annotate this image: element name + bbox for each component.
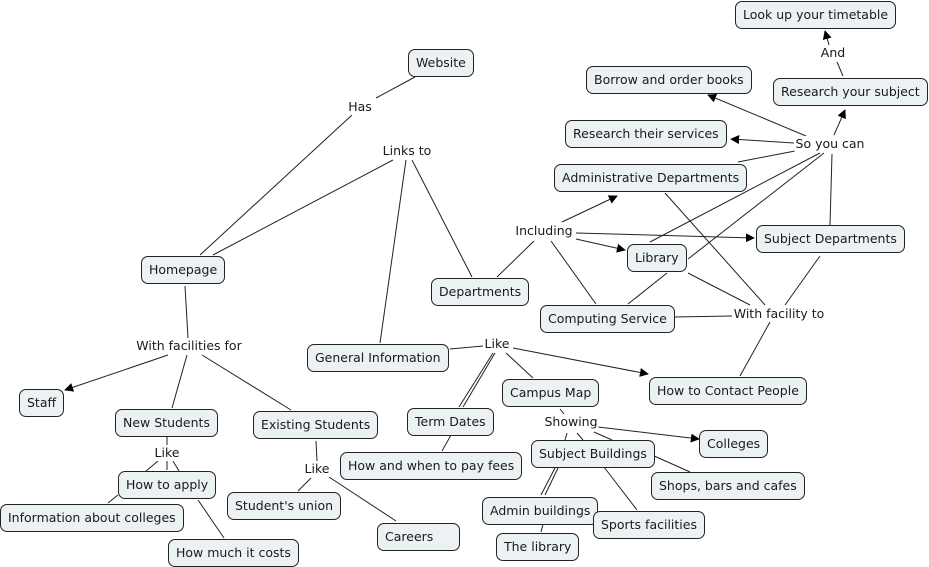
concept-careers[interactable]: Careers (377, 523, 460, 551)
link-line (172, 460, 180, 472)
link-line (564, 432, 568, 441)
link-line (822, 30, 832, 46)
link-line (297, 477, 312, 492)
concept-existing-students[interactable]: Existing Students (253, 411, 379, 439)
link-line (784, 255, 821, 306)
concept-how-to-apply[interactable]: How to apply (118, 471, 217, 499)
link-line (411, 159, 473, 278)
link-line (171, 354, 188, 409)
concept-admin-buildings[interactable]: Admin buildings (482, 497, 599, 525)
concept-colleges[interactable]: Colleges (699, 430, 769, 458)
link-line (540, 467, 556, 496)
link-line (603, 466, 638, 511)
link-line (107, 494, 119, 504)
phrase-like-existing-students: Like (303, 461, 331, 477)
concept-information-about-colleges[interactable]: Information about colleges (0, 504, 184, 532)
link-line (512, 347, 649, 377)
link-line (197, 499, 225, 539)
link-line (651, 454, 691, 473)
link-line (627, 272, 668, 305)
link-line (212, 159, 394, 256)
link-line (201, 354, 292, 411)
link-line (458, 352, 494, 408)
concept-website[interactable]: Website (408, 49, 474, 77)
concept-general-information[interactable]: General Information (307, 344, 449, 372)
concept-research-your-subject[interactable]: Research your subject (773, 78, 928, 106)
concept-subject-departments[interactable]: Subject Departments (756, 225, 905, 253)
link-line (559, 408, 565, 415)
concept-library[interactable]: Library (627, 244, 687, 272)
link-line (649, 152, 821, 243)
link-line (687, 152, 825, 260)
link-line (441, 434, 452, 452)
concept-how-to-contact-people[interactable]: How to Contact People (649, 377, 807, 405)
phrase-like-general-information: Like (483, 336, 511, 352)
concept-how-and-when-to-pay-fees[interactable]: How and when to pay fees (340, 452, 523, 480)
link-line (561, 195, 618, 223)
phrase-with-facility-to: With facility to (732, 306, 826, 322)
link-line (687, 272, 751, 306)
concept-computing-service[interactable]: Computing Service (540, 305, 675, 333)
concept-sports-facilities[interactable]: Sports facilities (593, 511, 705, 539)
phrase-with-facilities-for: With facilities for (135, 338, 243, 354)
phrase-including: Including (514, 223, 574, 239)
link-line (449, 345, 484, 350)
concept-how-much-it-costs[interactable]: How much it costs (168, 539, 299, 567)
concept-term-dates[interactable]: Term Dates (407, 408, 494, 436)
concept-subject-buildings[interactable]: Subject Buildings (531, 440, 655, 468)
concept-administrative-departments[interactable]: Administrative Departments (554, 164, 748, 192)
phrase-links-to: Links to (381, 143, 433, 159)
link-line (64, 354, 169, 392)
link-line (315, 440, 318, 462)
phrase-like-new-students: Like (153, 445, 181, 461)
concept-departments[interactable]: Departments (431, 278, 530, 306)
link-line (833, 109, 846, 136)
concept-look-up-your-timetable[interactable]: Look up your timetable (735, 1, 897, 29)
link-line (597, 426, 700, 443)
link-line (673, 315, 733, 318)
link-line (550, 240, 597, 305)
link-line (575, 238, 626, 253)
link-line (375, 76, 416, 99)
concept-the-library[interactable]: The library (496, 533, 580, 561)
link-line (379, 159, 407, 344)
concept-research-their-services[interactable]: Research their services (565, 120, 727, 148)
link-line (145, 460, 159, 472)
link-line (575, 232, 755, 243)
concept-borrow-and-order-books[interactable]: Borrow and order books (586, 66, 752, 94)
link-line (836, 61, 844, 77)
link-line (328, 476, 397, 522)
link-line (540, 523, 544, 533)
link-line (199, 114, 353, 256)
concept-homepage[interactable]: Homepage (141, 256, 226, 284)
concept-staff[interactable]: Staff (19, 389, 65, 417)
link-line (664, 192, 766, 306)
phrase-has: Has (347, 99, 373, 115)
concept-new-students[interactable]: New Students (115, 409, 218, 437)
phrase-showing: Showing (543, 414, 599, 430)
link-line (829, 153, 833, 226)
concept-campus-map[interactable]: Campus Map (502, 379, 600, 407)
link-line (462, 352, 496, 408)
concept-students-union[interactable]: Student's union (227, 492, 342, 520)
link-line (505, 352, 534, 379)
link-line (496, 240, 535, 278)
link-line (544, 467, 559, 496)
phrase-so-you-can: So you can (794, 136, 866, 152)
link-line (576, 432, 584, 441)
link-line (707, 93, 807, 137)
link-line (730, 135, 795, 145)
concept-shops-bars-cafes[interactable]: Shops, bars and cafes (651, 472, 805, 500)
link-line (184, 285, 189, 339)
link-line (739, 321, 771, 377)
link-line (593, 431, 613, 441)
phrase-and: And (819, 45, 847, 61)
link-line (737, 150, 796, 163)
